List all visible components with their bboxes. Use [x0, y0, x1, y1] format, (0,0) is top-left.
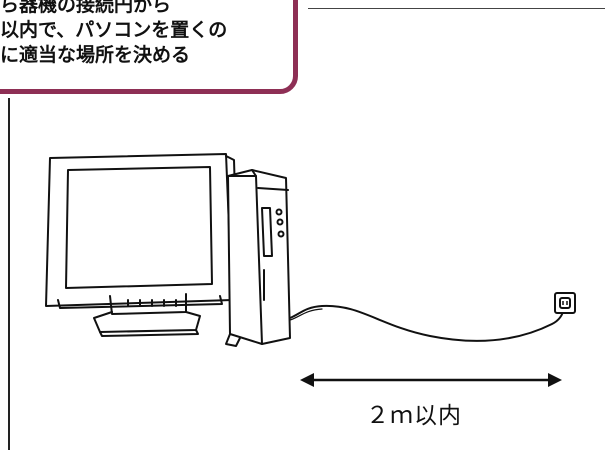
- distance-label: ２ｍ以内: [366, 403, 462, 429]
- top-rule: [308, 8, 605, 9]
- wall-outlet-icon: [554, 292, 576, 314]
- callout-box: [0, 0, 298, 94]
- tower-pc-icon: [225, 169, 291, 347]
- callout-line-3: に適当な場所を決める: [0, 44, 191, 66]
- crt-monitor-icon: [45, 153, 239, 337]
- callout-line-1: ら器機の接続円から: [0, 0, 172, 16]
- power-cord-icon: [289, 304, 565, 342]
- double-arrow-icon: [300, 373, 562, 387]
- callout-line-2: 以内で、パソコンを置くの: [0, 19, 228, 41]
- callout-text: ら器機の接続円から 以内で、パソコンを置くの に適当な場所を決める: [0, 0, 300, 90]
- left-rule: [8, 98, 10, 450]
